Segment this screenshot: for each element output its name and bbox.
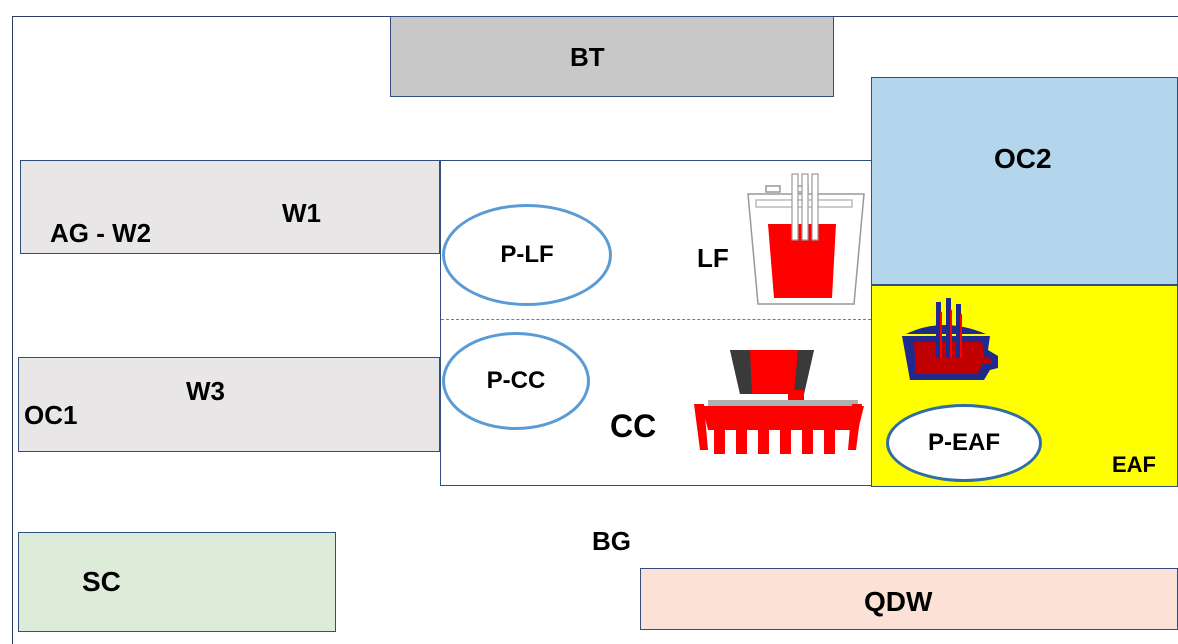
p-eaf-point: P-EAF <box>886 404 1042 482</box>
cc-label: CC <box>610 408 657 444</box>
w1-label: W1 <box>282 198 321 228</box>
oc1-label: OC1 <box>24 400 78 430</box>
qdw-label: QDW <box>864 586 933 617</box>
p-lf-point: P-LF <box>442 204 612 306</box>
sc-label: SC <box>82 566 121 597</box>
electric-arc-furnace-icon <box>902 298 998 380</box>
bg-label: BG <box>592 526 631 556</box>
qdw-area <box>640 568 1178 630</box>
bt-area <box>390 16 834 97</box>
oc2-area <box>871 77 1178 285</box>
warehouse-w3 <box>18 357 440 452</box>
lf-label: LF <box>697 243 729 273</box>
oc2-label: OC2 <box>994 143 1052 174</box>
ladle-furnace-icon <box>747 173 865 305</box>
eaf-label: EAF <box>1112 452 1156 477</box>
continuous-caster-icon <box>694 350 864 454</box>
warehouse-w1-w2 <box>20 160 440 254</box>
sc-area <box>18 532 336 632</box>
lf-cc-divider <box>441 319 871 320</box>
w3-label: W3 <box>186 376 225 406</box>
p-cc-point: P-CC <box>442 332 590 430</box>
bt-label: BT <box>570 42 605 72</box>
ag-w2-label: AG - W2 <box>50 218 152 248</box>
